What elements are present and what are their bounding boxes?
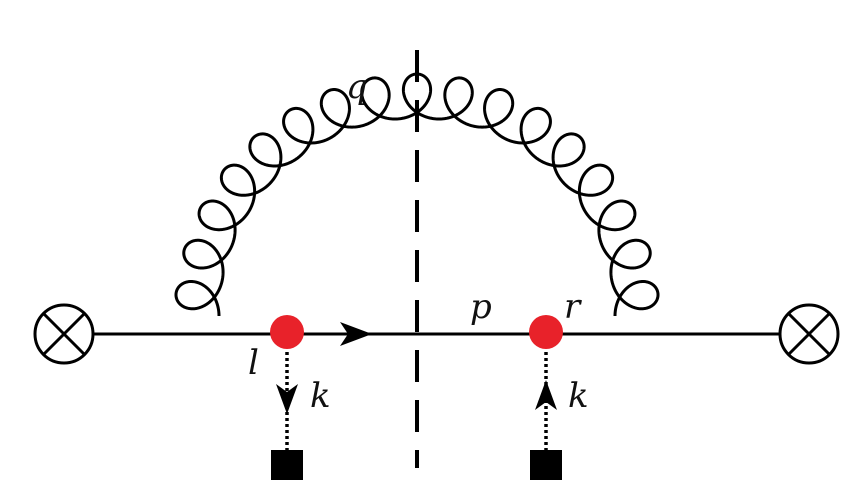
label-p: p xyxy=(470,287,492,327)
label-k-left: k xyxy=(310,376,331,416)
label-q: q xyxy=(346,67,368,107)
label-l: l xyxy=(248,343,259,383)
right-up-arrow-icon xyxy=(535,380,557,410)
right-endpoint-circled-x-icon xyxy=(778,303,840,365)
left-source-square-icon xyxy=(271,450,303,480)
gluon-loop xyxy=(174,72,660,317)
right-source-square-icon xyxy=(530,450,562,480)
right-vertex xyxy=(529,315,563,349)
label-k-right: k xyxy=(568,376,589,416)
label-r: r xyxy=(564,287,582,327)
left-vertex xyxy=(270,315,304,349)
left-down-arrow-icon xyxy=(276,384,298,414)
fermion-arrow-icon xyxy=(340,322,372,346)
left-endpoint-circled-x-icon xyxy=(33,303,95,365)
